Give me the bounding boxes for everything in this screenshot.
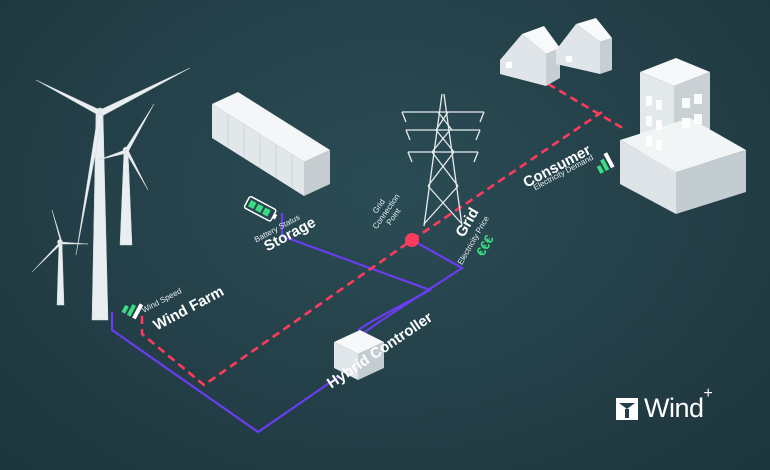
turbine-tower-medium <box>119 149 133 246</box>
turbine-blade <box>124 149 149 191</box>
wind-turbines <box>31 67 191 321</box>
brand-superscript: + <box>703 385 713 402</box>
turbine-tower-small <box>56 241 65 306</box>
wind-plus-logo: Wind+ <box>616 385 713 424</box>
wind-plus-logo-icon <box>616 397 638 420</box>
turbine-blade <box>51 209 63 243</box>
power-line-windfarm <box>140 238 413 387</box>
wind-speed-indicator <box>121 303 144 320</box>
control-line-windfarm <box>110 312 339 434</box>
hybrid-controller-box <box>334 330 384 380</box>
turbine-blade <box>99 67 191 117</box>
electricity-pylon <box>401 93 485 227</box>
power-line-houses <box>547 82 627 132</box>
houses <box>500 18 612 86</box>
brand-name-text: Wind <box>644 393 704 423</box>
turbine-blade <box>35 79 101 117</box>
control-lines <box>110 213 465 434</box>
turbine-blade <box>31 241 62 273</box>
storage-container <box>212 92 330 196</box>
turbine-blade <box>125 103 155 153</box>
consumer-building <box>620 58 746 214</box>
battery-icon <box>243 195 278 222</box>
power-line-consumer <box>411 110 603 242</box>
brand-name: Wind+ <box>644 385 713 424</box>
control-line-grid <box>361 239 465 335</box>
turbine-blade <box>75 113 104 256</box>
turbine-blade <box>60 241 89 245</box>
power-lines <box>140 82 627 387</box>
electricity-demand-indicator <box>596 152 615 174</box>
grid-connection-point-marker <box>405 233 419 247</box>
